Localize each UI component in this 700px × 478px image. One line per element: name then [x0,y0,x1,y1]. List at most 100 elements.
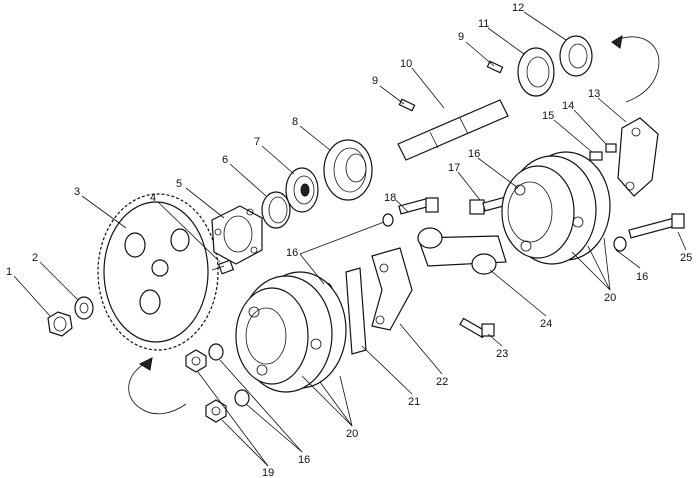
part-key-lower [398,98,416,112]
callout-17: 17 [448,162,460,174]
rotation-arrow-bottom-head [138,357,153,371]
part-plate [345,267,367,355]
leader-23 [487,333,503,347]
callout-5: 5 [176,178,182,190]
leader-12 [523,11,567,41]
callout-1: 1 [6,266,12,278]
part-nut-19b [205,399,227,423]
leader-10 [411,67,445,109]
part-key-upper [486,60,504,74]
part-washer-5 [234,389,250,407]
callout-3: 3 [74,186,80,198]
callout-15: 15 [542,110,554,122]
callout-19: 19 [262,467,274,478]
part-washer-1 [382,213,394,227]
part-long-bolt [628,213,685,239]
callout-11: 11 [478,18,489,30]
part-gasket-plate [211,205,263,265]
leader-22 [399,323,443,375]
leader-25 [677,231,687,251]
part-bearing-large [323,139,373,201]
leader-4 [157,201,221,263]
part-lock-washer [74,296,94,320]
callout-21: 21 [408,396,420,408]
callout-23: 23 [496,348,508,360]
callout-8: 8 [292,116,298,128]
leader-21 [361,345,413,395]
callout-2: 2 [32,252,38,264]
rotation-arrow-bottom [128,361,187,415]
leader-2 [39,261,79,301]
leader-3 [81,195,127,229]
part-bolt-18 [398,197,439,215]
callout-9-upper: 9 [458,31,464,43]
leader-24 [489,269,547,317]
part-bearing-small [285,167,319,213]
part-disc-pack-left [235,271,347,393]
callout-12: 12 [512,2,524,14]
leader-19b [221,419,269,467]
leader-16d [219,359,303,453]
leader-16b [477,157,519,189]
part-bearing-top [559,35,593,77]
part-roller-arm [417,227,507,275]
callout-6: 6 [222,154,228,166]
callout-16-center: 16 [286,247,298,259]
leader-20b [301,375,353,427]
part-washer-4 [208,343,224,361]
leader-1 [13,275,51,317]
callout-16-bottom: 16 [298,454,310,466]
leader-16d2 [245,403,303,453]
part-shaft [397,99,509,161]
callout-9-lower: 9 [372,75,378,87]
part-nut-19a [185,349,207,373]
leader-20a2 [587,245,611,291]
leader-11 [487,27,525,55]
part-small-bolt [211,259,235,275]
part-bearing-upper [517,47,555,97]
callout-24: 24 [540,318,552,330]
leader-13 [597,97,627,123]
leader-20b3 [339,375,353,427]
callout-16-far-right: 16 [636,271,648,283]
callout-20-left: 20 [346,428,358,440]
leader-8 [299,125,331,151]
part-pin [605,143,617,153]
part-gear [97,193,219,351]
part-bolt-23 [459,317,495,339]
callout-16-right: 16 [468,148,480,160]
leader-20a [571,251,611,291]
leader-20a3 [603,237,611,291]
callout-10: 10 [400,58,412,70]
leader-9a [379,85,405,105]
part-screw [589,151,603,161]
part-bracket [617,117,659,197]
leader-7 [261,145,295,175]
leader-16a2 [299,253,325,285]
leader-19 [197,371,269,467]
leader-17 [457,171,481,201]
callout-13: 13 [588,88,600,100]
leader-16a [299,221,385,255]
rotation-arrow-top [611,36,660,103]
part-washer-3 [613,236,627,252]
part-nut [47,311,73,337]
rotation-arrow-top-head [611,35,623,49]
callout-18: 18 [384,192,396,204]
callout-20-right: 20 [604,292,616,304]
leader-20b2 [319,381,353,427]
leader-16c [615,249,641,269]
part-disc-pack-right [501,151,611,265]
leader-18 [395,199,409,213]
callout-4: 4 [150,192,156,204]
leader-6 [229,163,267,197]
part-spacer-ring [261,191,291,229]
leader-5 [185,187,225,219]
callout-22: 22 [436,376,448,388]
leader-15 [553,119,593,153]
callout-14: 14 [562,100,574,112]
callout-7: 7 [254,136,260,148]
leader-14 [573,109,607,145]
